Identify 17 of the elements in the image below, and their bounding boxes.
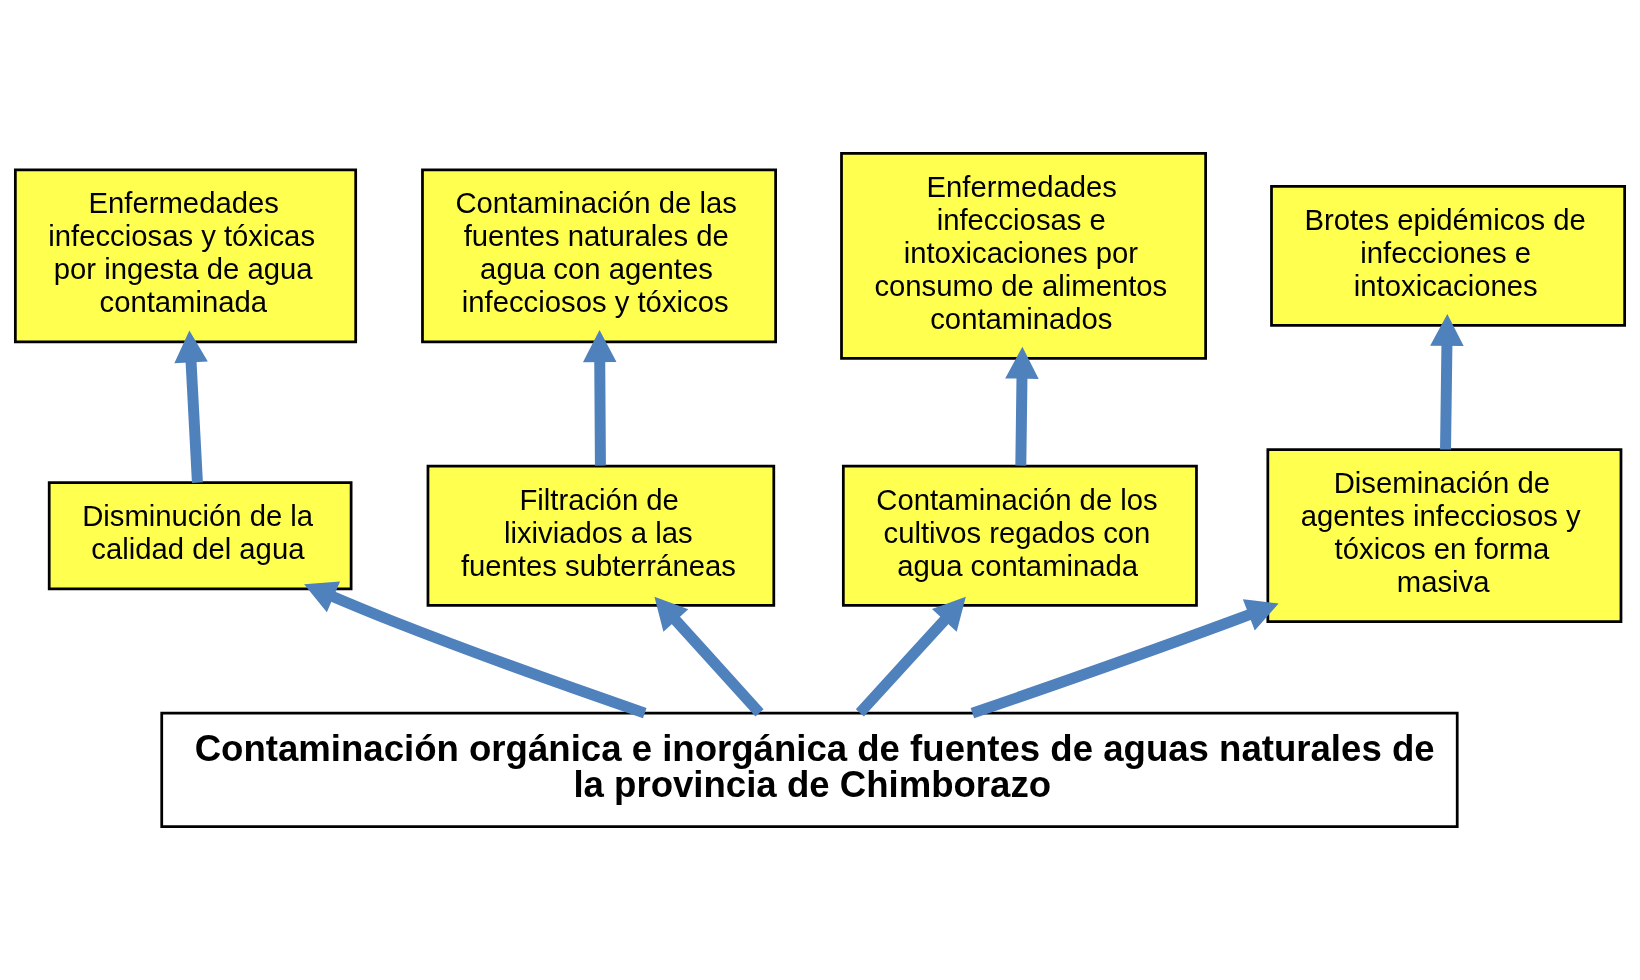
node-box: Contaminación orgánica e inorgánica de fuentes de aguas naturales de la provincia de Chimborazo bbox=[160, 711, 1459, 829]
arrow bbox=[583, 330, 617, 466]
arrow bbox=[174, 330, 208, 483]
node-box: Filtración de lixiviados a las fuentes subterráneas bbox=[426, 464, 776, 607]
node-box: Contaminación de los cultivos regados con agua contaminada bbox=[841, 464, 1198, 607]
arrow bbox=[1430, 313, 1464, 450]
node-box: Contaminación de las fuentes naturales de agua con agentes infecciosos y tóxicos bbox=[421, 168, 777, 344]
arrow bbox=[855, 596, 966, 717]
node-box: Disminución de la calidad del agua bbox=[47, 481, 353, 591]
arrow bbox=[654, 596, 764, 717]
node-box: Brotes epidémicos de infecciones e intoxicaciones bbox=[1270, 184, 1626, 327]
node-box: Diseminación de agentes infecciosos y tóxicos en forma masiva bbox=[1266, 448, 1623, 624]
node-box: Enfermedades infecciosas y tóxicas por ingesta de agua contaminada bbox=[14, 168, 358, 344]
node-box: Enfermedades infecciosas e intoxicaciones por consumo de alimentos contaminados bbox=[840, 151, 1207, 360]
arrow bbox=[1005, 346, 1039, 466]
arrow bbox=[970, 599, 1279, 719]
arrow bbox=[304, 581, 647, 719]
